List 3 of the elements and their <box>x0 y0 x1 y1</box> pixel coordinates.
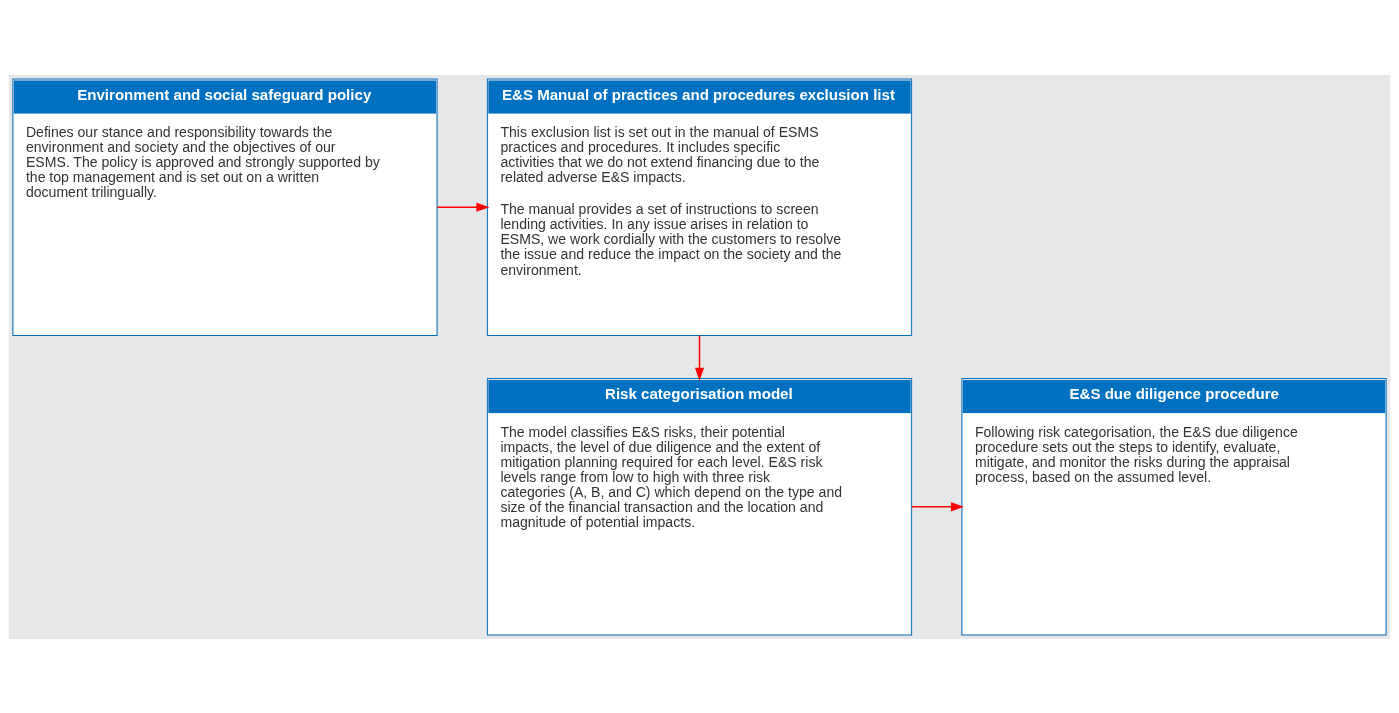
arrow <box>694 334 705 381</box>
arrow <box>911 501 964 511</box>
arrow <box>436 202 490 212</box>
